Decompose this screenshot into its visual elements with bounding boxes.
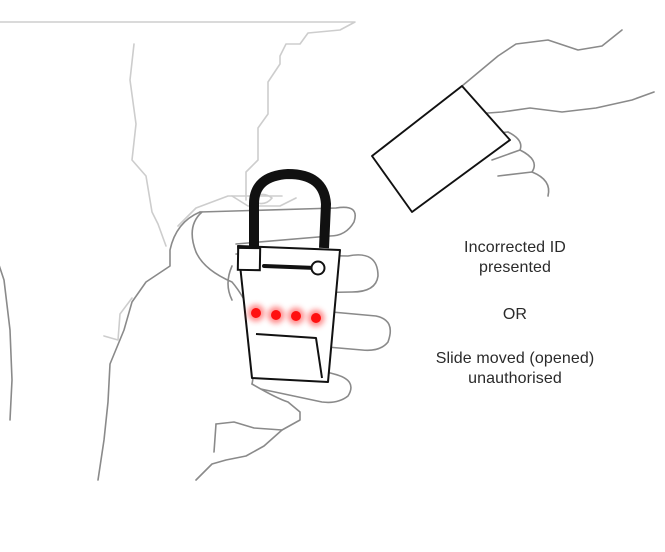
left-figure-sketch <box>0 262 12 420</box>
id-card-icon <box>372 86 510 212</box>
caption-or: OR <box>410 305 620 325</box>
caption-or-text: OR <box>410 305 620 325</box>
caption-line-2: presented <box>410 258 620 278</box>
led-3 <box>288 308 305 325</box>
caption-slide-moved: Slide moved (opened) unauthorised <box>410 349 620 389</box>
caption-incorrect-id: Incorrected ID presented <box>410 238 620 278</box>
caption-line-4: unauthorised <box>410 369 620 389</box>
led-1 <box>248 305 265 322</box>
caption-line-1: Incorrected ID <box>410 238 620 258</box>
caption-line-3: Slide moved (opened) <box>410 349 620 369</box>
padlock-slide-knob <box>312 262 325 275</box>
padlock-icon <box>238 174 340 382</box>
padlock-button <box>238 248 260 270</box>
padlock-slide-track <box>264 266 316 268</box>
led-2 <box>268 307 285 324</box>
led-4 <box>308 310 325 327</box>
